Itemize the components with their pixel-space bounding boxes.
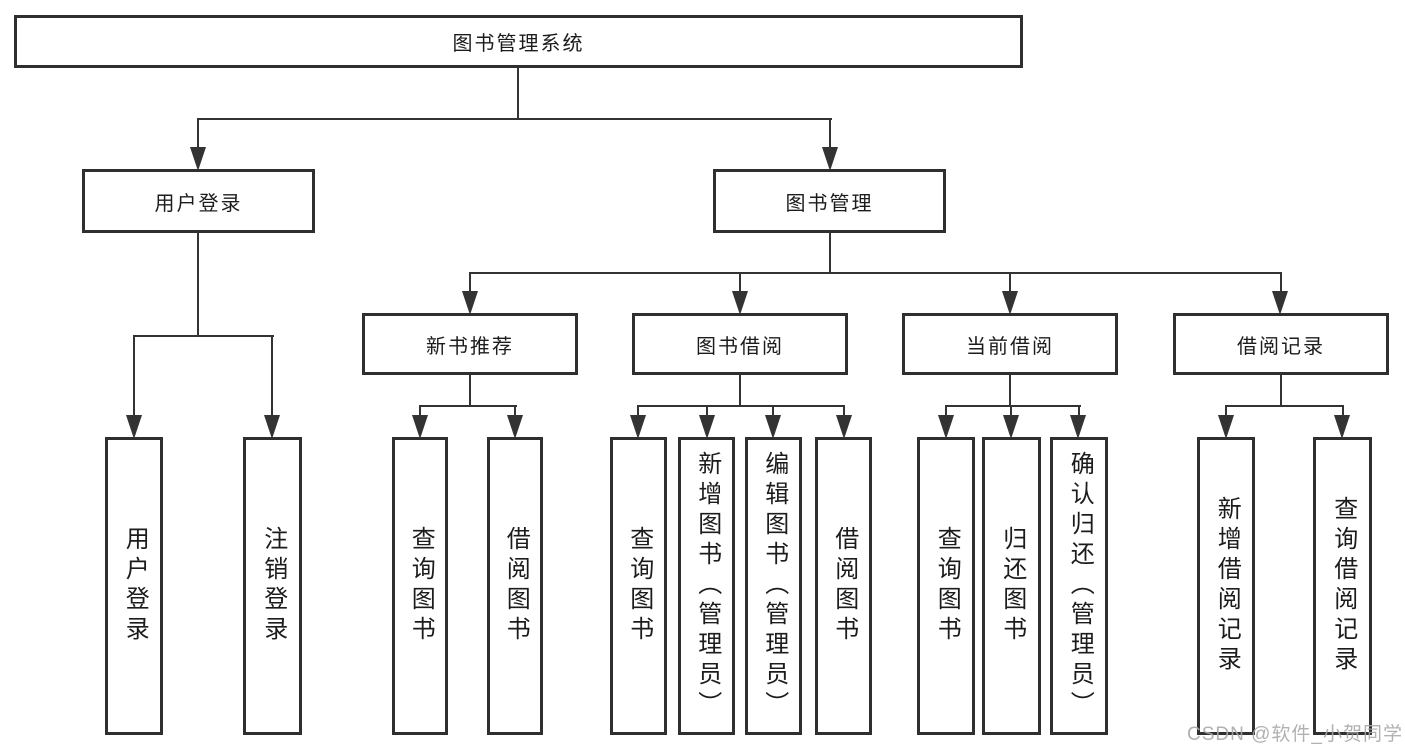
leaf-label: 查询借阅记录 <box>1329 496 1357 676</box>
node-label: 图书借阅 <box>696 335 784 358</box>
connector-line <box>1225 405 1227 417</box>
connector-line <box>945 405 1081 407</box>
arrow-down-icon <box>462 291 478 315</box>
connector-line <box>197 233 199 337</box>
arrow-down-icon <box>765 415 781 439</box>
leaf-confirm-return-admin: 确认归还（管理员） <box>1050 437 1108 735</box>
connector-line <box>197 118 199 149</box>
connector-line <box>945 405 947 417</box>
arrow-down-icon <box>1334 415 1350 439</box>
leaf-query-books-borrow: 查询图书 <box>610 437 667 735</box>
leaf-add-books-admin: 新增图书（管理员） <box>678 437 735 735</box>
connector-line <box>1225 405 1344 407</box>
node-label: 当前借阅 <box>966 335 1054 358</box>
arrow-down-icon <box>1272 291 1288 315</box>
node-current-borrow: 当前借阅 <box>902 313 1118 375</box>
connector-line <box>1280 375 1282 407</box>
connector-line <box>637 405 639 417</box>
leaf-borrow-books-recommend: 借阅图书 <box>487 437 543 735</box>
arrow-down-icon <box>630 415 646 439</box>
connector-line <box>271 335 273 417</box>
arrow-down-icon <box>699 415 715 439</box>
leaf-add-borrow-record: 新增借阅记录 <box>1197 437 1255 735</box>
arrow-down-icon <box>412 415 428 439</box>
arrow-down-icon <box>1002 291 1018 315</box>
leaf-user-login: 用户登录 <box>105 437 163 735</box>
arrow-down-icon <box>938 415 954 439</box>
node-label: 图书管理系统 <box>452 33 585 55</box>
arrow-down-icon <box>1218 415 1234 439</box>
connector-line <box>133 335 274 337</box>
arrow-down-icon <box>836 415 852 439</box>
connector-line <box>739 375 741 407</box>
connector-line <box>197 118 832 120</box>
connector-line <box>469 272 471 293</box>
connector-line <box>1280 272 1282 293</box>
leaf-query-books-recommend: 查询图书 <box>392 437 448 735</box>
connector-line <box>1010 405 1012 417</box>
arrow-down-icon <box>1070 415 1086 439</box>
arrow-down-icon <box>264 415 280 439</box>
leaf-label: 用户登录 <box>121 526 149 646</box>
connector-line <box>739 272 741 293</box>
leaf-label: 注销登录 <box>259 526 287 646</box>
connector-line <box>514 405 516 417</box>
node-label: 用户登录 <box>154 192 243 215</box>
connector-line <box>1342 405 1344 417</box>
leaf-label: 借阅图书 <box>830 526 858 646</box>
leaf-label: 查询图书 <box>933 526 961 646</box>
connector-line <box>829 118 831 149</box>
arrow-down-icon <box>190 147 206 171</box>
node-new-book-recommend: 新书推荐 <box>362 313 578 375</box>
connector-line <box>706 405 708 417</box>
connector-line <box>469 272 1282 274</box>
leaf-label: 借阅图书 <box>502 526 530 646</box>
node-borrow-records: 借阅记录 <box>1173 313 1389 375</box>
arrow-down-icon <box>1003 415 1019 439</box>
node-user-login: 用户登录 <box>82 169 315 233</box>
connector-line <box>469 375 471 407</box>
leaf-label: 新增图书（管理员） <box>693 451 721 721</box>
connector-line <box>637 405 845 407</box>
leaf-query-borrow-record: 查询借阅记录 <box>1313 437 1372 735</box>
connector-line <box>829 233 831 274</box>
connector-line <box>772 405 774 417</box>
arrow-down-icon <box>822 147 838 171</box>
leaf-logout: 注销登录 <box>243 437 302 735</box>
connector-line <box>419 405 421 417</box>
arrow-down-icon <box>732 291 748 315</box>
node-label: 图书管理 <box>785 192 874 215</box>
node-label: 借阅记录 <box>1237 335 1325 358</box>
leaf-label: 查询图书 <box>625 526 653 646</box>
connector-line <box>1009 375 1011 407</box>
connector-line <box>1009 272 1011 293</box>
leaf-label: 编辑图书（管理员） <box>760 451 788 721</box>
leaf-label: 查询图书 <box>407 526 435 646</box>
connector-line <box>517 68 519 120</box>
node-book-management: 图书管理 <box>713 169 946 233</box>
leaf-query-books-current: 查询图书 <box>917 437 975 735</box>
csdn-watermark: CSDN @软件_小贺同学 <box>1187 724 1403 745</box>
leaf-label: 确认归还（管理员） <box>1066 451 1094 721</box>
node-library-management-system: 图书管理系统 <box>14 15 1023 68</box>
connector-line <box>133 335 135 417</box>
leaf-edit-books-admin: 编辑图书（管理员） <box>745 437 802 735</box>
leaf-return-books: 归还图书 <box>982 437 1041 735</box>
arrow-down-icon <box>507 415 523 439</box>
connector-line <box>419 405 517 407</box>
arrow-down-icon <box>126 415 142 439</box>
leaf-label: 新增借阅记录 <box>1213 496 1241 676</box>
node-book-borrow: 图书借阅 <box>632 313 848 375</box>
leaf-label: 归还图书 <box>998 526 1026 646</box>
leaf-borrow-books: 借阅图书 <box>815 437 872 735</box>
node-label: 新书推荐 <box>426 335 514 358</box>
connector-line <box>843 405 845 417</box>
connector-line <box>1078 405 1080 417</box>
